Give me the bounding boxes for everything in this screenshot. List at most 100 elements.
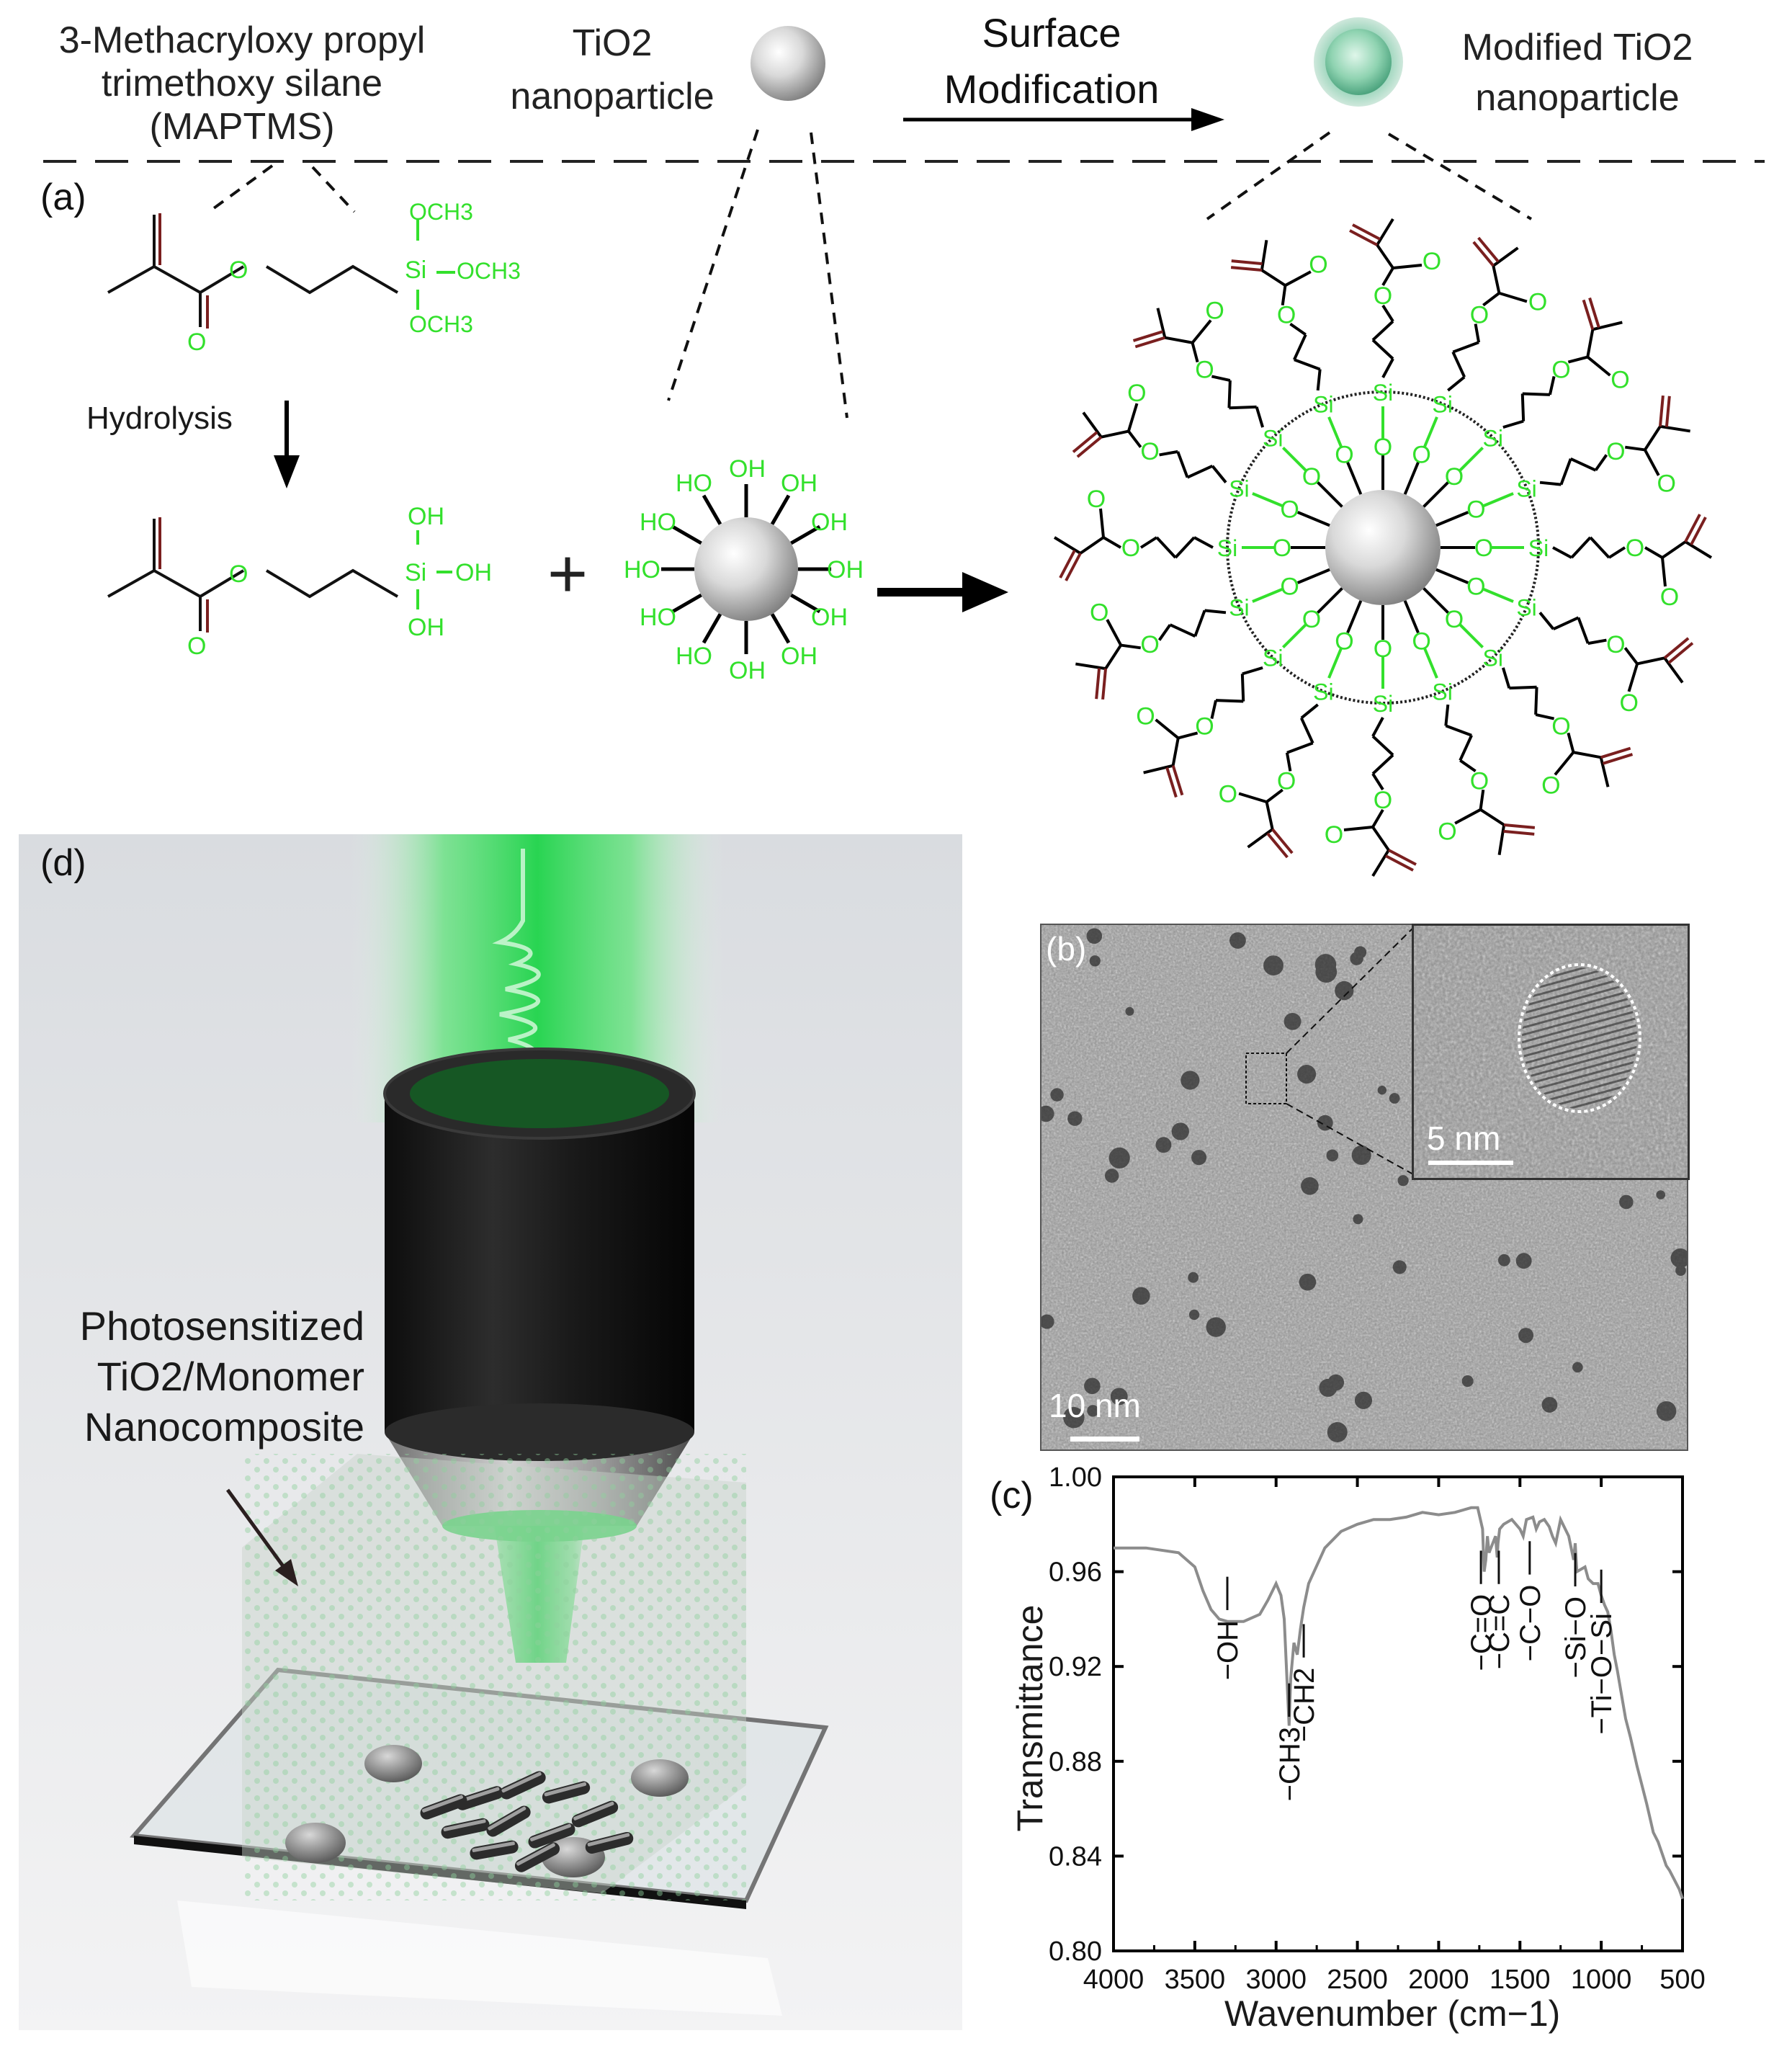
svg-text:O: O [1219, 781, 1237, 808]
y-tick-label: 1.00 [1049, 1462, 1102, 1493]
hydroxyl-label-s: OH [729, 657, 766, 684]
svg-text:Si: Si [1516, 475, 1536, 501]
svg-text:O: O [1474, 535, 1493, 562]
x-tick-label: 3000 [1245, 1965, 1307, 1995]
svg-text:O: O [1121, 535, 1140, 562]
svg-text:O: O [1280, 573, 1299, 601]
svg-text:O: O [1374, 434, 1392, 461]
svg-text:O: O [1657, 470, 1676, 498]
tio2-label-line1: TiO2 [572, 22, 653, 64]
inset-scale-label: 5 nm [1427, 1120, 1501, 1157]
plus-sign: + [547, 535, 588, 612]
svg-text:O: O [1423, 248, 1441, 275]
nanorod-cluster [420, 1771, 634, 1872]
silane-name-line2: trimethoxy silane [101, 63, 383, 104]
tio2-label-line2: nanoparticle [510, 76, 714, 117]
x-tick-label: 1500 [1489, 1965, 1551, 1995]
svg-text:O: O [1309, 251, 1327, 278]
svg-text:Si: Si [1483, 425, 1503, 451]
silanol-oh-bottom: OH [408, 614, 444, 641]
panel-b-letter: (b) [1046, 930, 1087, 968]
peak-annotation: −C=O [1466, 1594, 1497, 1671]
svg-text:Si: Si [1217, 535, 1237, 561]
svg-text:O: O [1541, 772, 1560, 800]
hydroxyl-label-nne: OH [781, 470, 817, 497]
maptms-och3-bottom: OCH3 [409, 311, 473, 337]
peak-annotation: −OH [1212, 1620, 1244, 1680]
particle-outline [1518, 963, 1641, 1113]
silane-shell [1226, 390, 1540, 705]
main-scale-bar [1070, 1437, 1139, 1442]
y-tick-label: 0.92 [1049, 1652, 1102, 1682]
hydroxyl-label-ne: OH [811, 509, 848, 536]
svg-text:O: O [1606, 631, 1625, 658]
core-sphere [1325, 490, 1441, 605]
maptms-och3-right: OCH3 [457, 258, 521, 284]
caption-line2: TiO2/Monomer [97, 1354, 364, 1399]
svg-text:Si: Si [1373, 380, 1393, 406]
peak-annotation: −C−O [1515, 1585, 1546, 1662]
svg-text:O: O [1551, 357, 1570, 384]
silanol-ester-o: O [229, 560, 248, 588]
svg-text:Si: Si [1516, 595, 1536, 621]
svg-text:O: O [1438, 818, 1456, 846]
inset-scale-bar [1428, 1161, 1513, 1165]
svg-text:O: O [1470, 302, 1489, 329]
svg-text:O: O [1551, 712, 1570, 740]
y-tick-label: 0.96 [1049, 1558, 1102, 1588]
surface-modification-line1: Surface [982, 10, 1121, 55]
maptms-si: Si [405, 256, 427, 284]
surface-modification-arrow [903, 108, 1224, 131]
svg-text:O: O [1335, 442, 1353, 469]
y-tick-label: 0.88 [1049, 1747, 1102, 1777]
svg-text:Si: Si [1432, 391, 1452, 417]
chart-xlabel: Wavenumber (cm−1) [1224, 1993, 1561, 2034]
silanol-oh-right: OH [455, 559, 492, 586]
x-tick-label: 3500 [1165, 1965, 1226, 1995]
svg-text:O: O [1374, 282, 1392, 310]
svg-text:O: O [1136, 702, 1155, 730]
svg-text:Si: Si [1432, 679, 1452, 705]
x-tick-label: 1000 [1571, 1965, 1632, 1995]
hydrolysis-arrow [274, 401, 300, 488]
panel-a-letter: (a) [40, 177, 86, 218]
svg-text:Si: Si [1229, 475, 1249, 501]
svg-text:O: O [1445, 463, 1464, 491]
svg-text:Si: Si [1528, 535, 1549, 561]
svg-text:O: O [1302, 463, 1321, 491]
chart-ylabel: Transmittance [1010, 1604, 1050, 1832]
silane-name-line3: (MAPTMS) [149, 106, 335, 148]
y-tick-label: 0.80 [1049, 1936, 1102, 1967]
svg-text:O: O [1205, 297, 1224, 324]
svg-text:O: O [1606, 438, 1625, 465]
silanol-molecule [107, 519, 399, 631]
svg-text:O: O [1087, 486, 1106, 513]
maptms-ester-o: O [229, 256, 248, 284]
reaction-arrow [877, 572, 1008, 612]
svg-text:O: O [1412, 627, 1430, 655]
peak-annotation: −CH3 [1274, 1727, 1306, 1801]
svg-text:Si: Si [1483, 645, 1503, 671]
svg-text:O: O [1140, 438, 1159, 465]
modified-label-line2: nanoparticle [1475, 77, 1680, 119]
modified-label-line1: Modified TiO2 [1461, 27, 1693, 68]
zoom-guide-lines [207, 129, 1533, 419]
svg-text:O: O [1302, 606, 1321, 633]
silanol-si: Si [405, 559, 427, 586]
hydroxyl-label-nnw: HO [676, 470, 712, 497]
hydroxyl-label-n: OH [729, 455, 766, 483]
y-tick-label: 0.84 [1049, 1841, 1102, 1872]
peak-annotation: −Si−O [1560, 1596, 1592, 1678]
svg-text:O: O [1195, 712, 1214, 740]
hydroxyl-label-e: OH [827, 556, 864, 584]
surface-modification-line2: Modification [944, 66, 1160, 112]
maptms-double-bonds [158, 213, 209, 329]
svg-text:O: O [1528, 288, 1547, 316]
svg-text:O: O [1619, 689, 1638, 717]
polymer-dome [285, 1823, 346, 1863]
maptms-molecule [107, 215, 399, 327]
hydroxyl-label-w: HO [624, 556, 660, 584]
x-tick-label: 2000 [1408, 1965, 1469, 1995]
